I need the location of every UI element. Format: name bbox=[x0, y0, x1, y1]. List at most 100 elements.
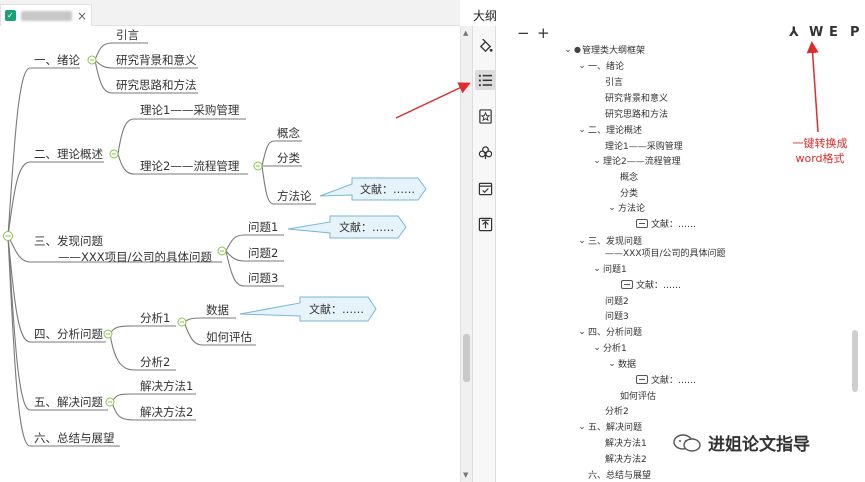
outline-item[interactable]: 问题2 bbox=[605, 297, 629, 307]
chevron-down-icon[interactable]: ⌄ bbox=[593, 342, 601, 353]
outline-item[interactable]: ⌄三、发现问题 bbox=[576, 233, 642, 248]
subtopic: 分析1 bbox=[140, 311, 170, 325]
topic-analysis: 四、分析问题 bbox=[34, 327, 103, 341]
upload-icon bbox=[478, 217, 492, 231]
subtopic: 概念 bbox=[277, 126, 300, 140]
subtopic: 解决方法2 bbox=[140, 405, 193, 419]
outline-item[interactable]: 六、总结与展望 bbox=[588, 471, 652, 481]
export-ppt-button[interactable]: P bbox=[850, 25, 860, 40]
task-tool-button[interactable] bbox=[475, 178, 495, 198]
format-tool-button[interactable] bbox=[475, 36, 495, 56]
subtopic: 理论2——流程管理 bbox=[140, 159, 240, 173]
chevron-down-icon[interactable]: ⌄ bbox=[608, 202, 616, 213]
scroll-up-icon[interactable]: ▲ bbox=[463, 29, 469, 37]
subtopic: 如何评估 bbox=[206, 330, 252, 344]
side-toolbar bbox=[472, 26, 496, 482]
chevron-down-icon[interactable]: ⌄ bbox=[578, 124, 586, 135]
subtopic: 引言 bbox=[116, 28, 139, 42]
chevron-down-icon[interactable]: ⌄ bbox=[593, 263, 601, 274]
list-icon bbox=[478, 74, 492, 86]
export-excel-button[interactable]: E bbox=[829, 25, 838, 40]
outline-item[interactable]: ⌄五、解决问题 bbox=[576, 419, 642, 434]
subtopic: 问题2 bbox=[248, 246, 278, 260]
outline-item[interactable]: 问题3 bbox=[605, 312, 629, 322]
chevron-down-icon[interactable]: ⌄ bbox=[593, 155, 601, 166]
export-word-button[interactable]: W bbox=[809, 25, 824, 40]
outline-item[interactable]: 研究思路和方法 bbox=[605, 110, 669, 120]
chevron-down-icon[interactable]: ⌄ bbox=[564, 44, 572, 55]
topic-problem-sub: ——XXX项目/公司的具体问题 bbox=[58, 250, 213, 264]
note-icon bbox=[636, 219, 648, 228]
close-tab-icon[interactable]: × bbox=[76, 8, 87, 23]
clover-icon bbox=[478, 145, 492, 159]
blurred-document-title bbox=[20, 10, 72, 21]
note-icon bbox=[621, 280, 633, 289]
outline-item[interactable]: 概念 bbox=[620, 173, 639, 183]
chevron-down-icon[interactable]: ⌄ bbox=[578, 326, 586, 337]
export-mindmap-button[interactable]: ⅄ bbox=[789, 25, 799, 40]
outline-item[interactable]: 分析2 bbox=[605, 407, 629, 417]
outline-toolbar: − + ⅄ W E P bbox=[497, 22, 865, 44]
outline-item[interactable]: ⌄理论2——流程管理 bbox=[591, 153, 681, 168]
mindmap-canvas[interactable]: 一、绪论 引言 研究背景和意义 研究思路和方法 二、理论概述 理论1——采购管理… bbox=[0, 0, 460, 482]
outline-item[interactable]: 研究背景和意义 bbox=[605, 94, 669, 104]
outline-item[interactable]: ⌄问题1 bbox=[591, 261, 627, 276]
outline-item[interactable]: 引言 bbox=[605, 78, 624, 88]
subtopic: 分析2 bbox=[140, 355, 170, 369]
outline-note[interactable]: 文献：…… bbox=[636, 372, 696, 387]
note-icon bbox=[636, 375, 648, 384]
outline-note[interactable]: 文献：…… bbox=[621, 277, 681, 292]
clipart-tool-button[interactable] bbox=[475, 142, 495, 162]
scrollbar-thumb[interactable] bbox=[463, 334, 470, 382]
watermark: 进姐论文指导 bbox=[672, 430, 810, 455]
mindmap-scrollbar[interactable]: ▲ ▼ bbox=[460, 26, 472, 482]
bullet-icon: ● bbox=[574, 45, 581, 54]
subtopic: 问题1 bbox=[248, 220, 278, 234]
outline-item[interactable]: ⌄分析1 bbox=[591, 340, 627, 355]
topic-problem: 三、发现问题 bbox=[34, 234, 103, 248]
mindmap-diagram[interactable]: 一、绪论 引言 研究背景和意义 研究思路和方法 二、理论概述 理论1——采购管理… bbox=[0, 0, 460, 482]
marker-tool-button[interactable] bbox=[475, 106, 495, 126]
expand-all-button[interactable]: + bbox=[537, 24, 550, 42]
export-tool-button[interactable] bbox=[475, 214, 495, 234]
svg-text:文献：……: 文献：…… bbox=[360, 182, 415, 196]
topic-intro: 一、绪论 bbox=[34, 53, 80, 67]
subtopic: 数据 bbox=[206, 303, 229, 317]
collapse-all-button[interactable]: − bbox=[517, 24, 530, 42]
outline-item[interactable]: 解决方法1 bbox=[605, 439, 647, 449]
subtopic: 解决方法1 bbox=[140, 379, 193, 393]
outline-item[interactable]: ⌄四、分析问题 bbox=[576, 324, 642, 339]
chevron-down-icon[interactable]: ⌄ bbox=[578, 235, 586, 246]
note-callout: 文献：…… bbox=[287, 215, 407, 239]
outline-scrollbar[interactable] bbox=[849, 30, 861, 482]
subtopic: 方法论 bbox=[277, 189, 312, 203]
document-tab[interactable]: ✓ × bbox=[0, 4, 92, 26]
outline-item[interactable]: ⌄方法论 bbox=[606, 200, 645, 215]
outline-item[interactable]: ⌄数据 bbox=[606, 356, 636, 371]
outline-item[interactable]: 如何评估 bbox=[620, 392, 657, 402]
outline-item[interactable]: ⌄二、理论概述 bbox=[576, 122, 642, 137]
svg-text:文献：……: 文献：…… bbox=[309, 302, 364, 316]
outline-tool-button[interactable] bbox=[475, 70, 495, 90]
topic-summary: 六、总结与展望 bbox=[34, 431, 115, 445]
note-callout: 文献：…… bbox=[239, 296, 377, 322]
outline-item[interactable]: 解决方法2 bbox=[605, 455, 647, 465]
chevron-down-icon[interactable]: ⌄ bbox=[608, 358, 616, 369]
outline-item-root[interactable]: ⌄●管理类大纲框架 bbox=[562, 42, 645, 57]
outline-panel: − + ⅄ W E P bbox=[497, 18, 865, 482]
subtopic: 问题3 bbox=[248, 271, 278, 285]
scrollbar-thumb[interactable] bbox=[852, 330, 858, 392]
note-callout: 文献：…… bbox=[319, 177, 427, 201]
scroll-down-icon[interactable]: ▼ bbox=[463, 471, 469, 479]
topic-theory: 二、理论概述 bbox=[34, 147, 103, 161]
chevron-down-icon[interactable]: ⌄ bbox=[578, 60, 586, 71]
document-tab-bar: ✓ × bbox=[0, 0, 460, 26]
outline-item[interactable]: ⌄一、绪论 bbox=[576, 58, 624, 73]
outline-note[interactable]: 文献：…… bbox=[636, 216, 696, 231]
subtopic: 理论1——采购管理 bbox=[140, 103, 240, 117]
watermark-text: 进姐论文指导 bbox=[708, 435, 810, 455]
outline-item[interactable]: 分类 bbox=[620, 189, 639, 199]
outline-item[interactable]: 理论1——采购管理 bbox=[605, 142, 683, 152]
chevron-down-icon[interactable]: ⌄ bbox=[578, 421, 586, 432]
outline-panel-title: 大纲 bbox=[473, 9, 498, 23]
